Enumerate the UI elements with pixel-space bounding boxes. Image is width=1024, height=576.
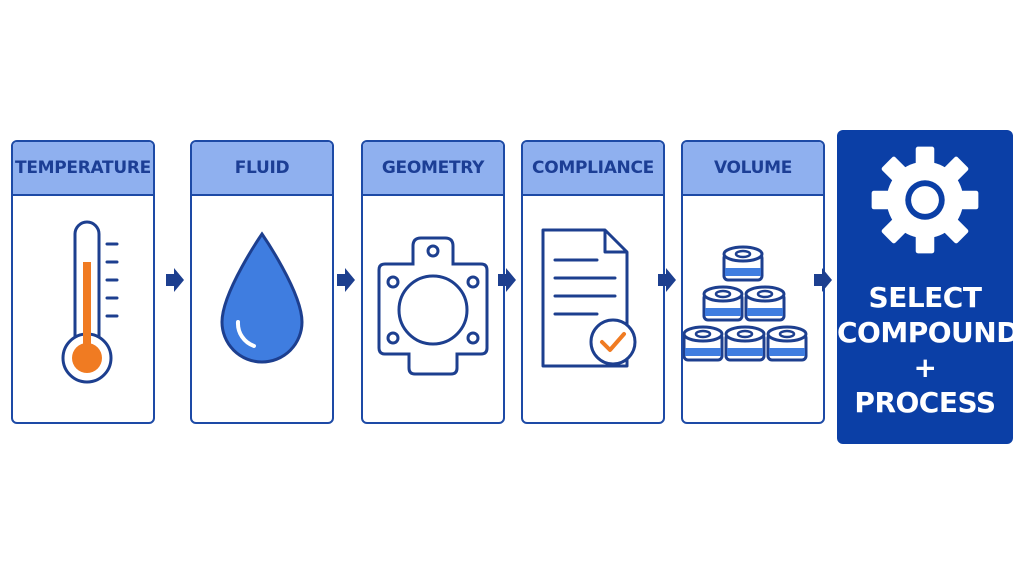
step-header-volume: VOLUME xyxy=(683,142,823,196)
step-card-fluid: FLUID xyxy=(190,140,334,424)
step-header-temperature: TEMPERATURE xyxy=(13,142,153,196)
arrow-right-icon xyxy=(658,268,676,292)
step-header-compliance: COMPLIANCE xyxy=(523,142,663,196)
step-label-temperature: TEMPERATURE xyxy=(15,158,151,178)
final-step-text: SELECT COMPOUND + PROCESS xyxy=(837,280,1019,420)
arrow-right-icon xyxy=(337,268,355,292)
step-label-volume: VOLUME xyxy=(713,158,793,178)
final-line-plus: + xyxy=(913,351,937,384)
final-line-select: SELECT xyxy=(868,281,982,314)
final-line-process: PROCESS xyxy=(854,386,996,419)
step-card-temperature: TEMPERATURE xyxy=(11,140,155,424)
step-header-fluid: FLUID xyxy=(192,142,332,196)
thermometer-icon xyxy=(61,220,119,384)
arrow-right-icon xyxy=(166,268,184,292)
arrow-right-icon xyxy=(814,268,832,292)
document-check-icon xyxy=(541,228,637,368)
step-card-volume: VOLUME xyxy=(681,140,825,424)
final-line-compound: COMPOUND xyxy=(837,316,1019,349)
water-drop-icon xyxy=(220,231,304,364)
step-header-geometry: GEOMETRY xyxy=(363,142,503,196)
arrow-right-icon xyxy=(498,268,516,292)
step-card-geometry: GEOMETRY xyxy=(361,140,505,424)
step-label-fluid: FLUID xyxy=(234,158,290,178)
gasket-icon xyxy=(377,236,489,376)
gear-icon xyxy=(871,146,979,254)
step-label-compliance: COMPLIANCE xyxy=(532,158,654,178)
final-step-box: SELECT COMPOUND + PROCESS xyxy=(837,130,1019,444)
stacked-seals-icon xyxy=(683,245,808,362)
step-card-compliance: COMPLIANCE xyxy=(521,140,665,424)
step-label-geometry: GEOMETRY xyxy=(381,158,485,178)
